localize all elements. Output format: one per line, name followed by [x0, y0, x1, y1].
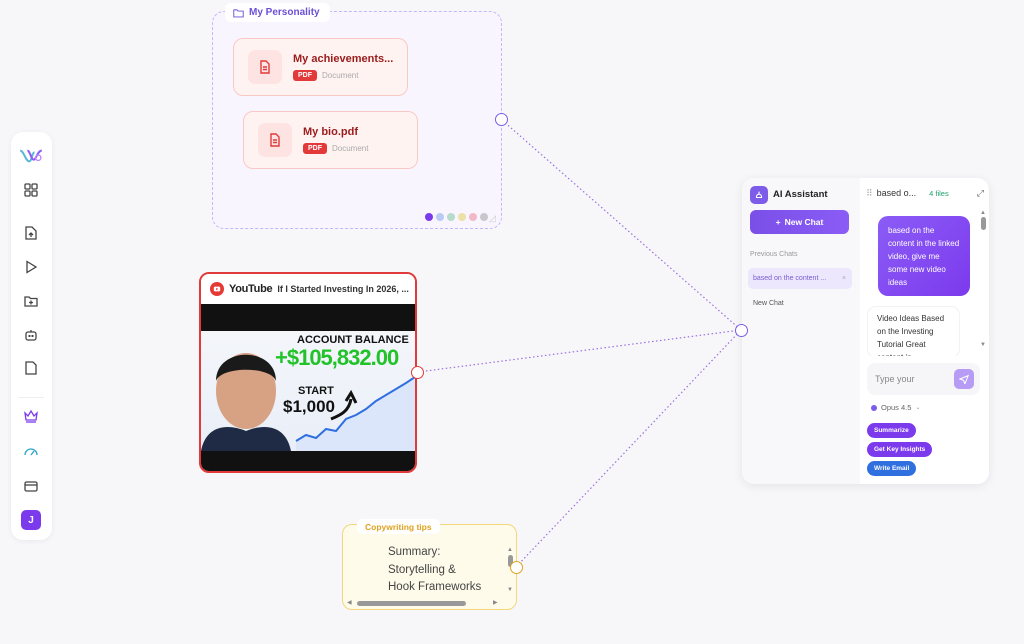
drag-handle-icon[interactable]: ⠿ — [866, 187, 873, 198]
group-title: My Personality — [249, 7, 320, 18]
pdf-badge: PDF — [303, 143, 327, 154]
close-icon[interactable]: × — [841, 275, 846, 282]
model-name: Opus 4.5 — [881, 403, 912, 412]
scroll-down-icon[interactable]: ▼ — [507, 587, 513, 593]
thumb-amount: +$105,832.00 — [275, 345, 399, 370]
youtube-card[interactable]: YouTube If I Started Investing In 2026, … — [199, 272, 417, 473]
ai-connection-port[interactable] — [735, 324, 748, 337]
bot-icon[interactable] — [17, 321, 45, 349]
color-option-gray[interactable] — [480, 213, 488, 221]
speedometer-icon[interactable] — [17, 437, 45, 465]
summarize-button[interactable]: Summarize — [867, 423, 916, 438]
plus-icon: + — [775, 217, 781, 227]
file-upload-icon[interactable] — [17, 219, 45, 247]
files-count[interactable]: 4 files — [929, 188, 949, 198]
note-connection-port[interactable] — [510, 561, 523, 574]
file-title: My bio.pdf — [303, 126, 358, 138]
send-button[interactable] — [954, 369, 974, 389]
color-option-blue[interactable] — [436, 213, 444, 221]
new-chat-label: New Chat — [784, 217, 824, 227]
thumb-start-label: START — [298, 385, 334, 397]
crown-icon[interactable] — [17, 402, 45, 430]
youtube-icon — [210, 282, 224, 296]
play-icon[interactable] — [17, 253, 45, 281]
group-label[interactable]: My Personality — [225, 3, 330, 22]
ai-assistant-title: AI Assistant — [773, 189, 828, 200]
thumb-headline: ACCOUNT BALANCE — [297, 334, 409, 346]
app-logo[interactable] — [17, 142, 45, 170]
key-insights-button[interactable]: Get Key Insights — [867, 442, 933, 457]
file-title: My achievements... — [293, 53, 394, 65]
chevron-down-icon: ⌄ — [915, 405, 921, 411]
note-label[interactable]: Copywriting tips — [357, 519, 440, 534]
youtube-brand: YouTube — [229, 283, 273, 295]
grid-icon[interactable] — [17, 176, 45, 204]
model-dot-icon — [871, 404, 877, 411]
color-option-yellow[interactable] — [458, 213, 466, 221]
previous-chats-label: Previous Chats — [750, 251, 798, 258]
file-card-bio[interactable]: My bio.pdf PDF Document — [243, 111, 418, 169]
youtube-connection-port[interactable] — [411, 366, 424, 379]
video-title: If I Started Investing In 2026, ... — [277, 284, 409, 294]
scroll-left-icon[interactable]: ◀ — [347, 600, 352, 606]
color-option-purple[interactable] — [425, 213, 433, 221]
chat-scrollbar[interactable]: ▲ ▼ — [980, 210, 986, 348]
file-icon[interactable] — [17, 354, 45, 382]
folder-plus-icon[interactable] — [17, 287, 45, 315]
pdf-file-icon — [258, 123, 292, 157]
note-text: Summary: Storytelling & Hook Frameworks — [388, 546, 482, 593]
video-thumbnail[interactable]: ACCOUNT BALANCE +$105,832.00 START $1,00… — [201, 304, 415, 471]
color-option-pink[interactable] — [469, 213, 477, 221]
expand-icon[interactable]: ⤢ — [976, 187, 984, 198]
user-avatar-button[interactable]: J — [17, 506, 45, 534]
note-scrollbar-v[interactable] — [508, 555, 513, 567]
chat-header: ⠿ based o... 4 files ⤢ — [866, 186, 984, 200]
ai-assistant-panel: AI Assistant + New Chat Previous Chats b… — [742, 178, 989, 484]
copywriting-note[interactable]: Summary: Storytelling & Hook Frameworks … — [342, 524, 517, 610]
pdf-badge: PDF — [293, 70, 317, 81]
folder-icon — [233, 8, 244, 17]
sidebar-divider — [19, 397, 44, 398]
color-picker — [425, 213, 488, 221]
chat-list-item[interactable]: New Chat — [753, 300, 784, 307]
thumb-start-amount: $1,000 — [283, 397, 335, 416]
chat-item-label: based on the content ... — [753, 275, 827, 282]
chat-input-area: Opus 4.5 ⌄ Summarize Get Key Insights Wr… — [861, 356, 989, 484]
file-type: Document — [332, 144, 369, 153]
send-icon — [959, 374, 969, 384]
assistant-message: Video Ideas Based on the Investing Tutor… — [868, 307, 959, 357]
pdf-file-icon — [248, 50, 282, 84]
write-email-button[interactable]: Write Email — [867, 461, 917, 476]
ai-assistant-logo-icon — [750, 186, 768, 204]
message-input[interactable] — [867, 363, 980, 395]
resize-handle-icon[interactable]: ◿ — [489, 213, 496, 223]
chat-sidebar: AI Assistant + New Chat Previous Chats b… — [742, 178, 860, 484]
model-selector[interactable]: Opus 4.5 ⌄ — [871, 403, 920, 412]
user-message: based on the content in the linked video… — [878, 216, 970, 296]
file-type: Document — [322, 71, 359, 80]
scroll-right-icon[interactable]: ▶ — [493, 600, 498, 606]
credit-card-icon[interactable] — [17, 472, 45, 500]
group-connection-port[interactable] — [495, 113, 508, 126]
scroll-up-icon[interactable]: ▲ — [507, 547, 513, 553]
chat-list-item-active[interactable]: based on the content ... × — [748, 268, 852, 289]
avatar: J — [21, 510, 41, 530]
chat-title: based o... — [876, 188, 917, 198]
note-scrollbar-h[interactable] — [357, 601, 466, 606]
file-card-achievements[interactable]: My achievements... PDF Document — [233, 38, 408, 96]
new-chat-button[interactable]: + New Chat — [750, 210, 849, 234]
color-option-green[interactable] — [447, 213, 455, 221]
sidebar: J — [11, 132, 52, 540]
